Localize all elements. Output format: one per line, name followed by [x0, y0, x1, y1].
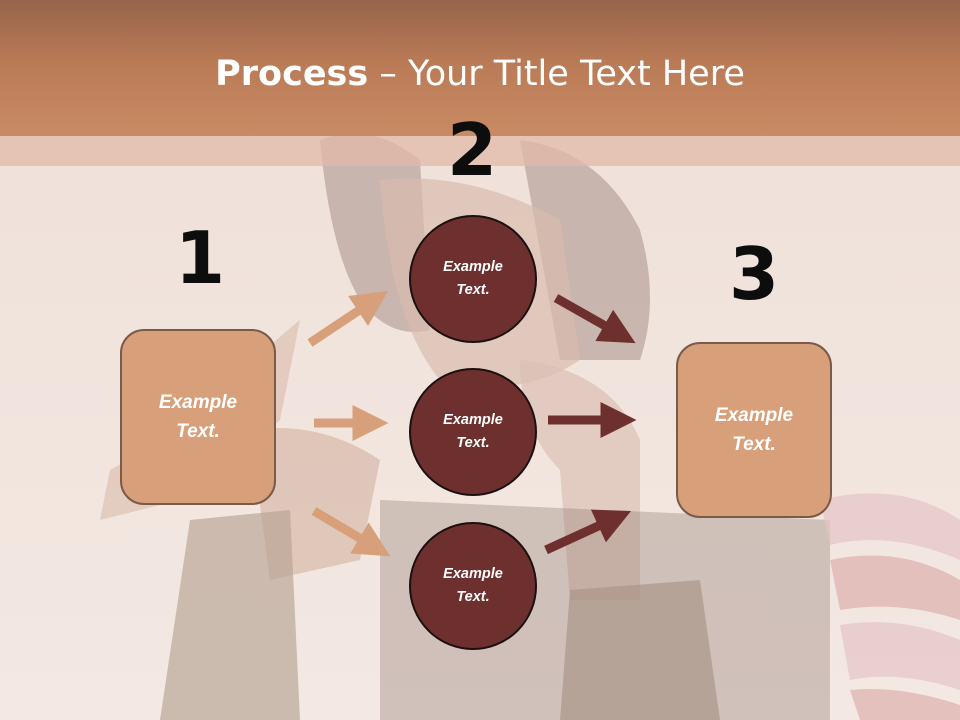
right-box-line2: Text. [732, 434, 776, 455]
circle-bottom[interactable]: Example Text. [409, 522, 537, 650]
left-box-line2: Text. [176, 421, 220, 442]
left-text-box[interactable]: Example Text. [120, 329, 276, 505]
title-rest: – Your Title Text Here [368, 54, 745, 94]
title-banner-strip [0, 136, 960, 166]
slide-title[interactable]: Process – Your Title Text Here [0, 52, 960, 96]
circle-top[interactable]: Example Text. [409, 215, 537, 343]
step-number-3: 3 [728, 232, 780, 316]
circle-middle-line2: Text. [456, 435, 490, 451]
title-bold: Process [215, 54, 369, 94]
right-text-box[interactable]: Example Text. [676, 342, 832, 518]
arrow-left-to-top [307, 291, 388, 347]
circle-middle-line1: Example [443, 412, 503, 428]
step-number-2: 2 [446, 108, 498, 192]
step-number-1: 1 [174, 216, 226, 300]
title-banner [0, 0, 960, 136]
arrow-top-to-right [553, 294, 636, 344]
left-box-line1: Example [158, 392, 238, 413]
right-box-line1: Example [714, 405, 794, 426]
circle-bottom-line2: Text. [456, 589, 490, 605]
arrow-left-to-bottom [311, 507, 391, 557]
arrow-bottom-to-right [544, 509, 632, 555]
circle-bottom-line1: Example [443, 566, 503, 582]
circle-middle[interactable]: Example Text. [409, 368, 537, 496]
circle-top-line1: Example [443, 259, 503, 275]
circle-top-line2: Text. [456, 282, 490, 298]
